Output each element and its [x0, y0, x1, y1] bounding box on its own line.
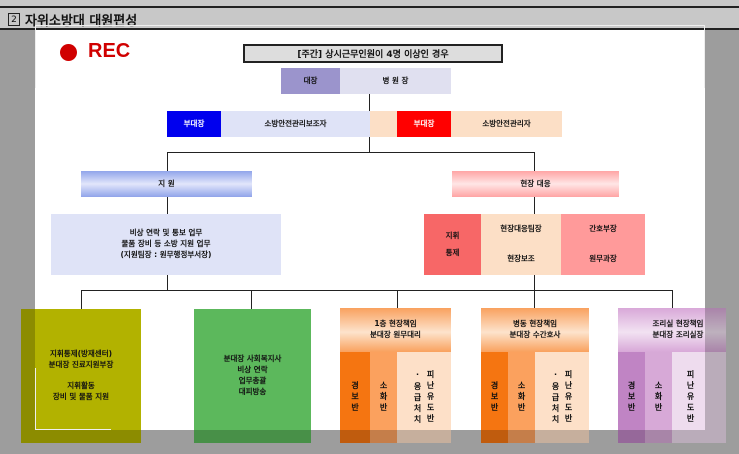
- connector: [251, 290, 252, 309]
- rec-label: REC: [88, 40, 131, 62]
- fire-team: 소화반: [645, 352, 672, 443]
- alarm-team: 경보반: [340, 352, 370, 443]
- evac-team-label-1: 피난유도반: [426, 370, 435, 425]
- support-duties: 비상 연락 및 통보 업무 물품 장비 등 소방 지원 업무 (지원팀장 : 원…: [51, 214, 281, 275]
- connector: [672, 290, 673, 309]
- duty-line: (지원팀장 : 원무행정부서장): [120, 249, 212, 259]
- squad-title-line: 조리실 현장책임: [652, 319, 704, 329]
- fire-team-label: 소화반: [654, 381, 663, 414]
- alarm-team: 경보반: [481, 352, 508, 443]
- scenario-title: [주간] 상시근무인원이 4명 이상인 경우: [243, 44, 503, 63]
- unit-line: 비상 연락: [237, 365, 268, 375]
- chief-role: 대장: [281, 68, 340, 94]
- connector: [534, 290, 535, 309]
- command-line: 통제: [445, 247, 460, 257]
- evac-team-label-2: ·응급처치: [413, 369, 422, 426]
- connector: [167, 152, 535, 153]
- field-team-header: 현장 대응: [452, 171, 619, 197]
- bottom-frame: [0, 430, 739, 454]
- section-number: 2: [8, 13, 20, 26]
- squad-title: 병동 현장책임 분대장 수간호사: [481, 308, 589, 352]
- fire-team-label: 소화반: [517, 381, 526, 414]
- fire-team-label: 소화반: [379, 381, 388, 414]
- alarm-team-label: 경보반: [627, 381, 636, 414]
- alarm-team-label: 경보반: [490, 381, 499, 414]
- header-top-rule: [0, 6, 739, 8]
- squad-title-line: 분대장 조리실장: [652, 330, 704, 339]
- fire-team: 소화반: [370, 352, 397, 443]
- squad-1f: 1층 현장책임 분대장 원무대리 경보반 소화반 ·응급처치 피난유도반: [340, 308, 451, 443]
- evac-team: ·응급처치 피난유도반: [397, 352, 451, 443]
- unit-line: 장비 및 물품 지원: [52, 391, 110, 401]
- alarm-team-label: 경보반: [350, 381, 360, 414]
- record-dot-icon: [60, 44, 77, 61]
- right-frame: [705, 30, 739, 430]
- connector: [81, 290, 673, 291]
- fire-team: 소화반: [508, 352, 535, 443]
- squad-ward: 병동 현장책임 분대장 수간호사 경보반 소화반 ·응급처치 피난유도반: [481, 308, 589, 443]
- connector: [167, 275, 168, 290]
- field-assist: 현장보조: [507, 254, 535, 264]
- slide-frame: [35, 25, 705, 88]
- connector: [534, 275, 535, 290]
- squad-title: 1층 현장책임 분대장 원무대리: [340, 308, 451, 352]
- unit-line: 대피방송: [238, 386, 267, 396]
- header-bottom-rule: [0, 28, 739, 30]
- command-unit: 지휘통제(방재센터) 분대장 진료지원부장 지휘활동 장비 및 물품 지원: [21, 309, 141, 443]
- connector: [397, 290, 398, 309]
- field-command: 지휘 통제: [424, 214, 481, 275]
- deputy-name-2: 소방안전관리자: [451, 111, 562, 137]
- admin-head: 원무과장: [589, 254, 617, 264]
- broadcast-unit: 분대장 사회복지사 비상 연락 업무총괄 대피방송: [194, 309, 311, 443]
- field-leader: 현장대응팀장: [500, 223, 542, 233]
- field-leader-cell: 현장대응팀장 현장보조: [481, 214, 561, 275]
- frame-corner: [35, 368, 111, 430]
- squad-title-line: 병동 현장책임: [512, 319, 557, 329]
- nurse-head: 간호부장: [589, 223, 617, 233]
- evac-team-label-2: ·응급처치: [551, 369, 560, 426]
- deputy-role-2: 부대장: [397, 111, 451, 137]
- deputy-role-1: 부대장: [167, 111, 221, 137]
- chief-name: 병 원 장: [340, 68, 451, 94]
- alarm-team: 경보반: [618, 352, 645, 443]
- squad-title-line: 1층 현장책임: [374, 319, 417, 329]
- connector: [81, 290, 82, 309]
- duty-line: 비상 연락 및 통보 업무: [129, 228, 203, 238]
- evac-team-label-1: 피난유도반: [564, 370, 573, 425]
- field-nurse-cell: 간호부장 원무과장: [561, 214, 645, 275]
- unit-line: 분대장 진료지원부장: [48, 360, 114, 370]
- left-frame: [0, 30, 35, 430]
- squad-title-line: 분대장 수간호사: [509, 330, 561, 339]
- unit-line: 지휘활동: [67, 381, 95, 390]
- duty-line: 물품 장비 등 소방 지원 업무: [121, 239, 211, 249]
- squad-title-line: 분대장 원무대리: [370, 330, 421, 339]
- command-line: 지휘: [445, 230, 460, 240]
- evac-team: ·응급처치 피난유도반: [535, 352, 589, 443]
- deputy-spacer: [370, 111, 397, 137]
- evac-team-label-1: 피난유도반: [686, 370, 695, 425]
- support-team-header: 지 원: [81, 171, 252, 197]
- unit-line: 지휘통제(방재센터): [49, 349, 113, 359]
- unit-line: 분대장 사회복지사: [223, 354, 282, 364]
- deputy-name-1: 소방안전관리보조자: [221, 111, 370, 137]
- unit-line: 업무총괄: [238, 376, 267, 385]
